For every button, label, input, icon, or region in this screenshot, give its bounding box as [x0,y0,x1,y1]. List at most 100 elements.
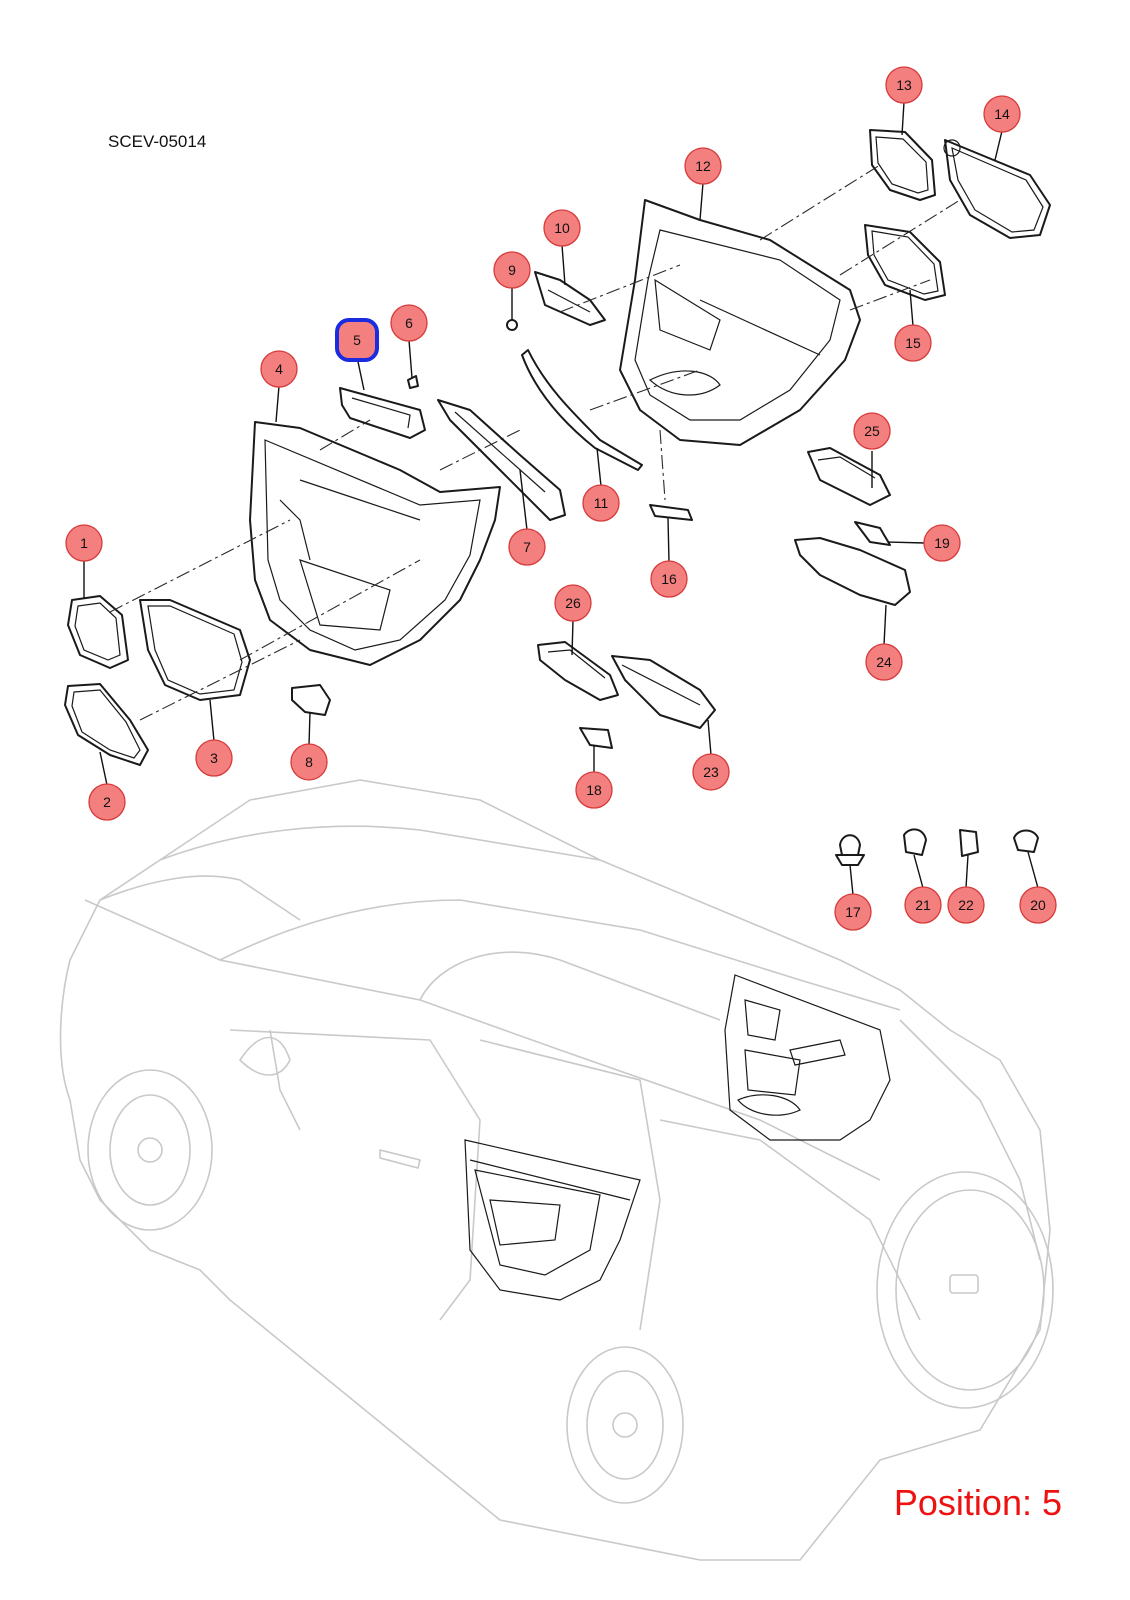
callout-number: 17 [845,904,861,920]
callout-number: 3 [210,750,218,766]
part-4-rear-door-trim-panel [249,421,501,666]
part-26-switch-panel [537,641,619,701]
callout-number: 12 [695,158,711,174]
callout-circle [1019,886,1057,924]
callout-number: 2 [103,794,111,810]
callout-24: 24 [865,643,903,681]
callout-17: 17 [834,893,872,931]
callout-number: 13 [896,77,912,93]
callout-number: 11 [594,495,609,511]
callout-13: 13 [885,66,923,104]
callout-circle [508,528,546,566]
part-24-armrest-pad [794,537,911,606]
callout-number: 22 [958,897,974,913]
callout-circle [543,209,581,247]
part-1-seal-small [67,595,129,669]
callout-leaders [83,101,1039,896]
part-17-push-clip [835,834,865,866]
part-8-switch-bracket [291,684,331,716]
callout-number: 20 [1030,897,1046,913]
callout-4: 4 [260,350,298,388]
callout-12: 12 [684,147,722,185]
document-code: SCEV-05014 [108,132,207,151]
callout-3: 3 [195,739,233,777]
callout-number: 7 [523,539,531,555]
callout-circle [65,524,103,562]
part-3-water-shield [139,599,251,701]
part-15-seal-lower [864,224,946,301]
callout-number: 26 [565,595,581,611]
callout-2: 2 [88,783,126,821]
callout-circle [894,324,932,362]
callout-7: 7 [508,528,546,566]
callout-circle [195,739,233,777]
callout-circle [947,886,985,924]
callout-number: 6 [405,315,413,331]
part-13-seal-upper [869,129,936,201]
callout-8: 8 [290,743,328,781]
callout-number: 16 [661,571,677,587]
callout-circle [493,251,531,289]
callout-number: 4 [275,361,283,377]
part-6-clip [407,375,419,389]
installed-front-door-trim [724,974,891,1141]
part-2-seal-bottom [64,683,149,766]
callout-circle [865,643,903,681]
callout-circle [575,771,613,809]
callout-6: 6 [390,304,428,342]
part-9-plug [506,319,518,331]
callout-number: 23 [703,764,719,780]
part-20-clip [1013,829,1039,853]
callout-number: 14 [994,106,1010,122]
callout-number: 19 [934,535,950,551]
callout-circle [853,412,891,450]
assembly-lines [109,164,961,721]
callout-circle [390,304,428,342]
part-7-armrest-trim [437,399,566,521]
callout-11: 11 [582,484,620,522]
installed-rear-door-trim [464,1139,641,1301]
part-5-trim-bracket [339,387,426,439]
callout-number: 1 [80,535,88,551]
callout-18: 18 [575,771,613,809]
callout-circle [650,560,688,598]
part-10-handle-bezel [534,271,606,326]
callout-circle [290,743,328,781]
callout-19: 19 [923,524,961,562]
callout-circle [904,886,942,924]
callout-number: 9 [508,262,516,278]
part-21-clip [903,828,927,856]
callout-9: 9 [493,251,531,289]
callout-1: 1 [65,524,103,562]
callout-number: 8 [305,754,313,770]
callout-circle [834,893,872,931]
callout-21: 21 [904,886,942,924]
callout-circle [582,484,620,522]
callout-15: 15 [894,324,932,362]
callout-14: 14 [983,95,1021,133]
part-12-front-door-trim-panel [619,199,861,446]
part-23-armrest-trim [611,655,716,729]
part-25-window-switch [807,447,891,506]
callout-5: 5 [335,318,379,362]
highlight-frame [335,318,379,362]
callout-number: 15 [905,335,921,351]
callout-circle [692,753,730,791]
callout-26: 26 [554,584,592,622]
part-22-clip [959,829,979,857]
callout-number: 24 [876,654,892,670]
callout-circle [983,95,1021,133]
position-indicator: Position: 5 [893,1482,1062,1523]
callout-number: 21 [915,897,931,913]
callout-number: 25 [864,423,880,439]
callout-10: 10 [543,209,581,247]
callout-number: 5 [353,332,361,348]
callout-23: 23 [692,753,730,791]
callout-22: 22 [947,886,985,924]
vehicle-outline [59,779,1054,1561]
callout-circle [684,147,722,185]
callout-number: 10 [554,220,570,236]
